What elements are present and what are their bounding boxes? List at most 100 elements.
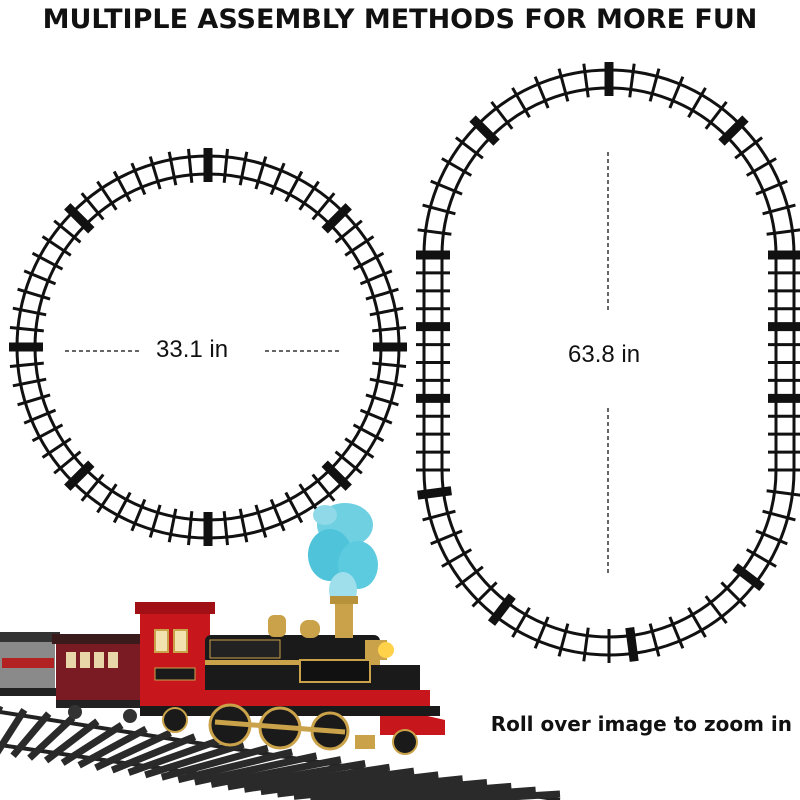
track-tie <box>668 616 685 649</box>
track-tie <box>344 437 375 459</box>
track-tie <box>422 509 456 522</box>
track-tie <box>352 251 385 271</box>
track-tie <box>422 203 456 216</box>
track-tie <box>417 486 452 500</box>
track-tie <box>238 151 249 186</box>
track-tie <box>17 287 51 301</box>
track-tie <box>12 377 47 388</box>
track-tie <box>94 729 172 771</box>
track-tie <box>359 269 393 286</box>
track-tie <box>369 306 404 317</box>
track-tie <box>238 508 249 543</box>
track-tie <box>243 763 391 793</box>
track-tie <box>31 251 64 271</box>
track-tie <box>745 157 777 177</box>
passenger-coach <box>52 634 152 723</box>
track-tie <box>112 491 132 524</box>
track-tie <box>668 76 685 109</box>
track-tie <box>687 87 707 119</box>
tender-car <box>0 632 60 696</box>
track-tie <box>344 786 536 800</box>
track-tie <box>310 779 488 800</box>
track-tie <box>96 483 118 514</box>
track-tie <box>490 100 514 130</box>
track-tie <box>372 361 407 368</box>
track-tie <box>210 756 342 788</box>
track-tie <box>365 393 399 407</box>
track-tie <box>582 627 590 662</box>
track-tie <box>441 548 473 568</box>
track-tie <box>311 192 336 221</box>
track-tie <box>321 203 352 234</box>
track-tie <box>557 623 570 657</box>
track-tie <box>321 460 352 491</box>
track-tie <box>732 563 765 592</box>
track-tie <box>254 504 268 538</box>
track-tie <box>127 737 221 776</box>
track-tie <box>401 790 561 800</box>
track-tie <box>64 203 95 234</box>
track-tie <box>471 581 498 608</box>
track-tie <box>625 627 639 662</box>
track-tie <box>77 725 148 769</box>
oval-track <box>416 62 800 663</box>
track-tie <box>284 170 304 203</box>
track-tie <box>227 759 366 791</box>
track-tie <box>177 748 294 784</box>
track-tie <box>326 782 512 800</box>
track-tie <box>222 148 229 183</box>
track-tie <box>12 306 47 317</box>
track-tie <box>43 718 100 764</box>
track-tie <box>533 616 550 649</box>
track-tie <box>96 180 118 211</box>
track-tie <box>53 450 82 475</box>
track-tie <box>718 115 749 146</box>
track-tie <box>704 595 728 625</box>
track-tie <box>10 711 52 759</box>
track-tie <box>487 593 516 626</box>
track-tie <box>276 771 439 798</box>
track-tie <box>511 606 531 638</box>
track-tie <box>31 423 64 443</box>
track-tie <box>628 63 636 98</box>
track-tie <box>766 228 800 236</box>
track-tie <box>648 68 661 102</box>
track-tie <box>130 162 147 196</box>
track-tie <box>469 115 500 146</box>
track-tie <box>27 714 76 761</box>
track-tie <box>417 228 452 236</box>
track-tie <box>365 287 399 301</box>
track-tie <box>344 235 375 257</box>
track-tie <box>762 203 796 216</box>
track-tie <box>720 581 747 608</box>
track-tie <box>755 529 788 546</box>
track-tie <box>187 511 194 546</box>
track-tie <box>148 504 162 538</box>
track-tie <box>533 76 550 109</box>
track-tie <box>110 733 197 774</box>
track-tie <box>41 235 72 257</box>
track-tie <box>53 219 82 244</box>
track-tie <box>194 752 318 786</box>
track-tie <box>511 87 531 119</box>
track-tie <box>167 508 178 543</box>
track-tie <box>222 511 229 546</box>
track-tie <box>557 68 570 102</box>
track-tie <box>454 565 484 589</box>
track-tie <box>269 162 286 196</box>
track-tie <box>582 63 590 98</box>
track-tie <box>372 326 407 333</box>
track-tie <box>334 450 363 475</box>
track-tie <box>762 509 796 522</box>
track-tie <box>60 722 124 766</box>
track-tie <box>260 767 415 796</box>
track-tie <box>269 498 286 532</box>
track-tie <box>144 740 245 779</box>
track-tie <box>23 269 57 286</box>
zoom-hint-link[interactable]: Roll over image to zoom in <box>490 712 792 736</box>
track-tie <box>112 170 132 203</box>
circle-diameter-label: 33.1 in <box>156 336 229 363</box>
track-tie <box>23 408 57 425</box>
track-tie <box>755 179 788 196</box>
